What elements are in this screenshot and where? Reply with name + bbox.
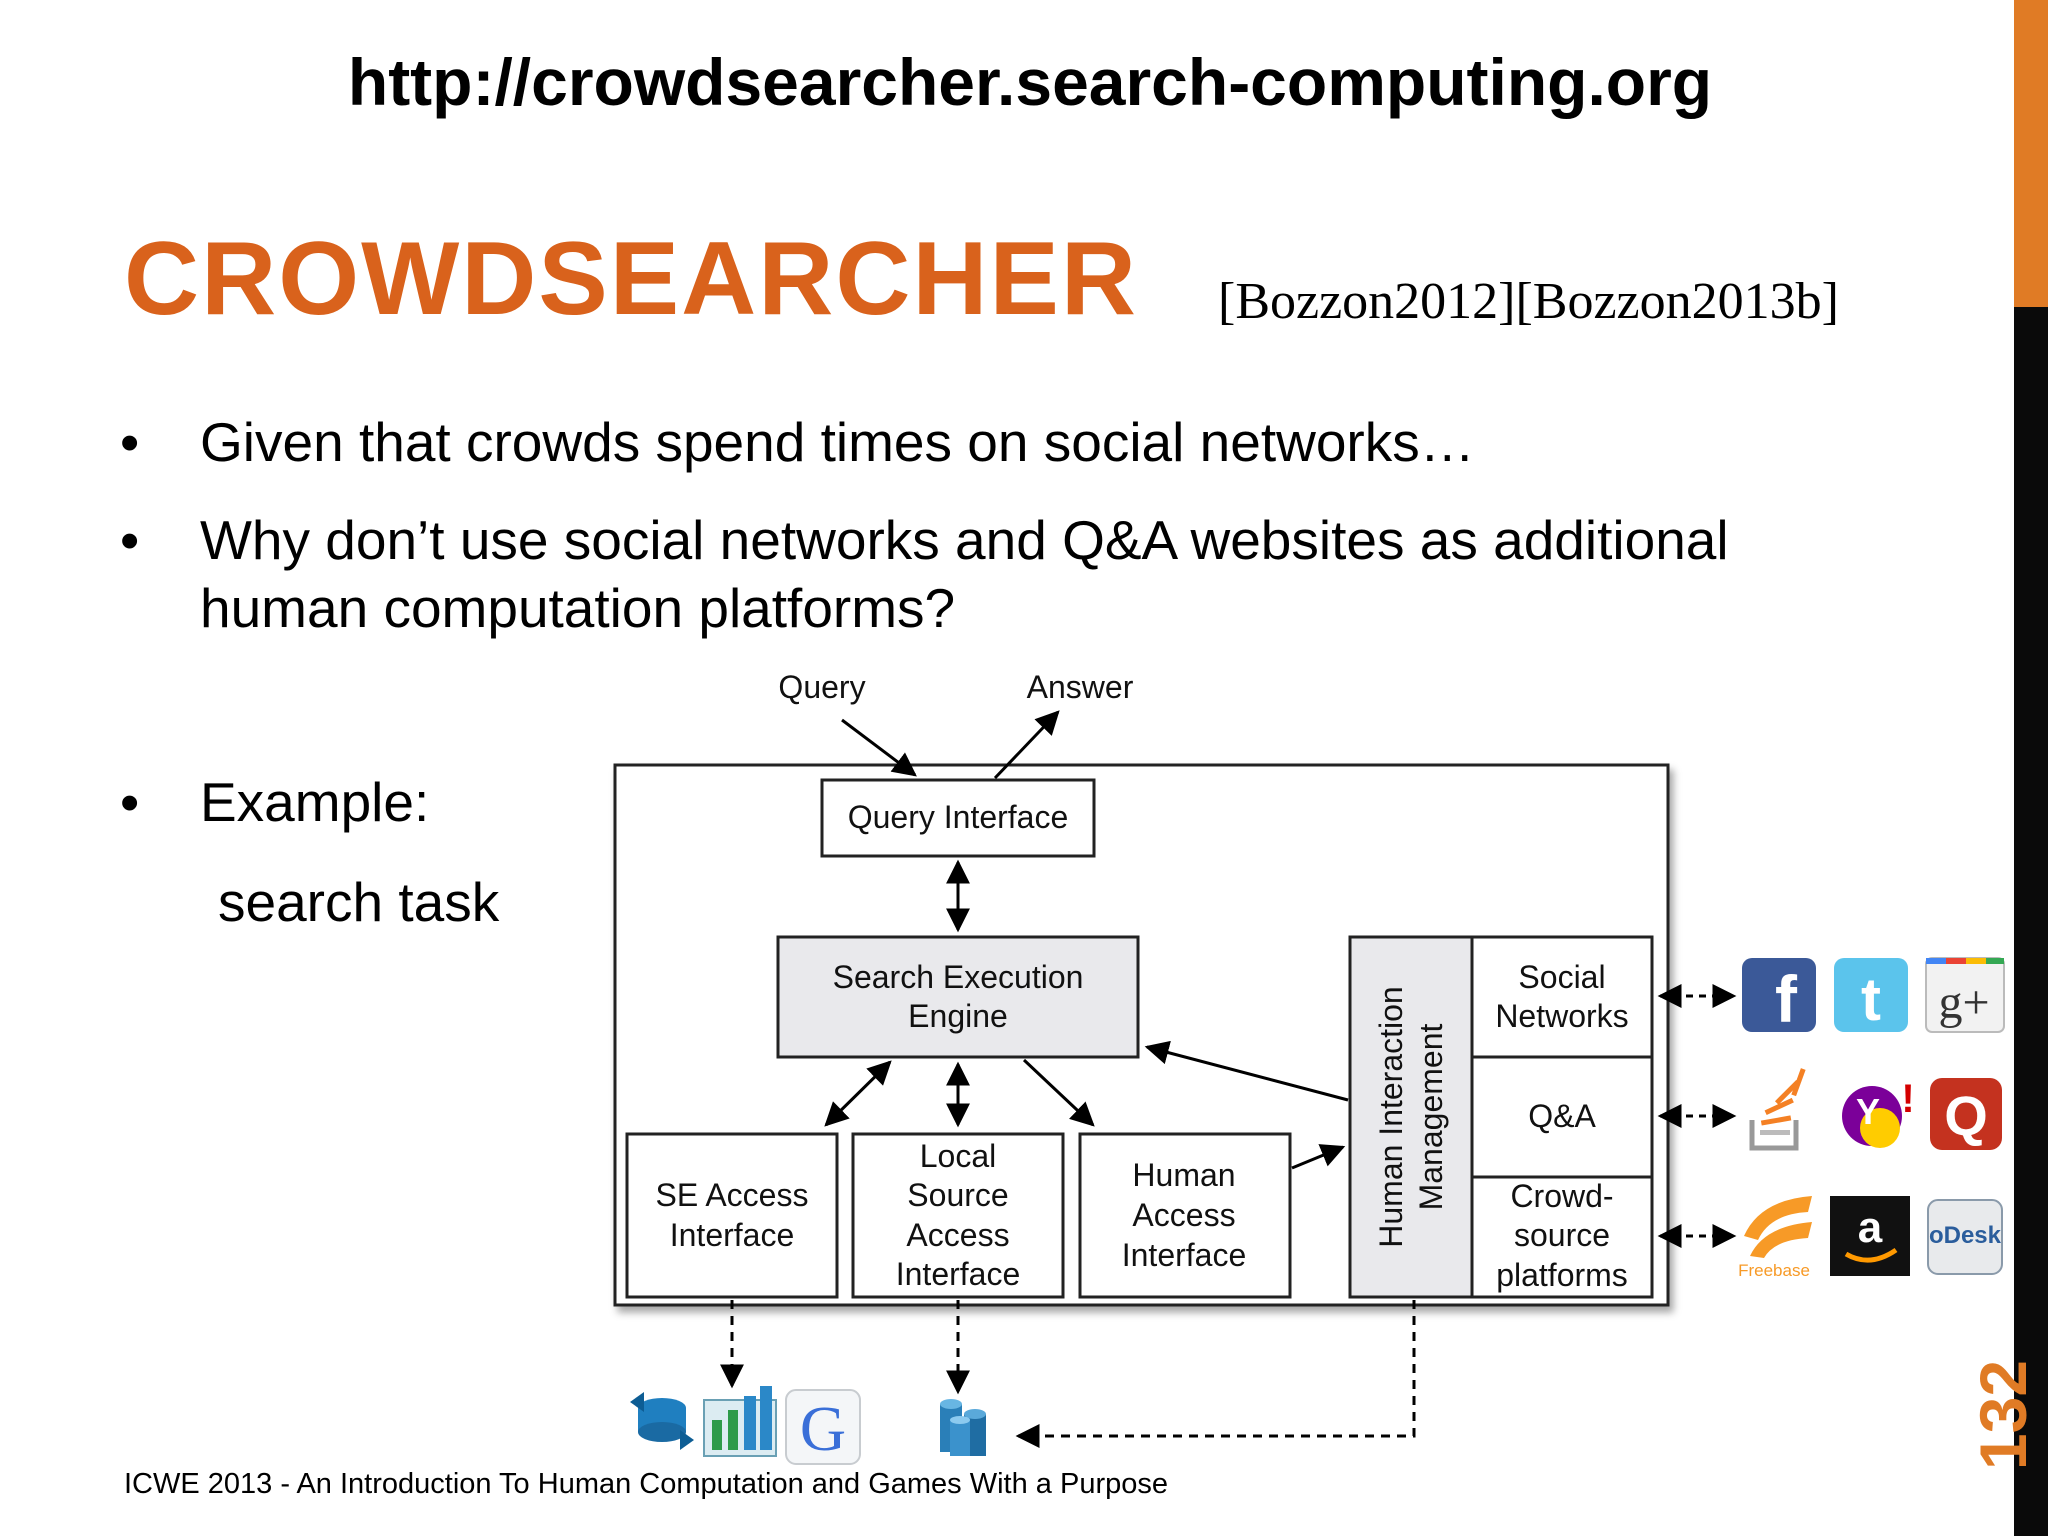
local-source-box [851, 1132, 1065, 1299]
quora-icon: Q [1930, 1078, 2002, 1150]
accent-bar [2014, 0, 2048, 307]
local-source-label: Interface [896, 1256, 1021, 1292]
se-access-box [625, 1132, 839, 1299]
bullet-item: • Example: [120, 768, 429, 836]
human-access-mgmt-arrow [1291, 1144, 1346, 1170]
human-access-label: Access [1132, 1197, 1235, 1233]
local-source-label: Access [906, 1217, 1009, 1253]
facebook-icon: f [1742, 958, 1816, 1036]
answer-label: Answer [1027, 669, 1134, 705]
mgmt-source-arrow [1015, 1300, 1416, 1448]
qa-box [1470, 1055, 1654, 1179]
crowd-platforms-box [1470, 1175, 1654, 1299]
engine-human-arrow [1022, 1058, 1095, 1127]
svg-text:t: t [1861, 966, 1881, 1033]
query-arrow [841, 718, 917, 777]
human-access-label: Interface [1122, 1237, 1247, 1273]
local-source-label: Local [920, 1138, 997, 1174]
answer-arrow [993, 710, 1060, 780]
mgmt-engine-arrow [1144, 1040, 1349, 1102]
bullet-marker: • [120, 411, 140, 473]
footer-text: ICWE 2013 - An Introduction To Human Com… [124, 1468, 1168, 1500]
page-url: http://crowdsearcher.search-computing.or… [347, 45, 1713, 119]
crowd-platforms-label: source [1514, 1217, 1610, 1253]
svg-text:Y: Y [1856, 1091, 1880, 1132]
svg-text:Q: Q [1944, 1084, 1988, 1147]
query-interface-label: Query Interface [848, 799, 1069, 835]
database-sync-icon [630, 1392, 694, 1450]
human-access-label: Human [1132, 1157, 1235, 1193]
svg-text:g+: g+ [1938, 976, 1989, 1029]
page-number: 132 [1966, 1359, 2040, 1471]
bullet-text: Example: [200, 771, 430, 833]
yahoo-answers-icon: Y ! [1842, 1077, 1915, 1148]
sub-item: search task [218, 871, 500, 933]
human-access-box [1078, 1132, 1292, 1299]
engine-se-arrow [824, 1060, 892, 1127]
human-mgmt-label: Management [1413, 1024, 1449, 1211]
local-source-label: Source [907, 1177, 1008, 1213]
query-label: Query [778, 669, 865, 705]
se-access-label: SE Access [656, 1177, 809, 1213]
crowd-platforms-label: Crowd- [1510, 1178, 1613, 1214]
google-icon: G [785, 1389, 861, 1465]
references: [Bozzon2012][Bozzon2013b] [1218, 273, 1839, 330]
bullet-text: human computation platforms? [200, 577, 956, 639]
amazon-icon: a [1830, 1196, 1910, 1276]
twitter-icon: t [1834, 958, 1908, 1033]
spreadsheet-chart-icon [703, 1386, 777, 1457]
qa-label: Q&A [1528, 1098, 1596, 1134]
bullet-marker: • [120, 509, 140, 571]
database-icon [940, 1399, 986, 1456]
freebase-label: Freebase [1738, 1261, 1810, 1280]
crowd-platforms-label: platforms [1496, 1257, 1628, 1293]
search-engine-box [776, 935, 1140, 1059]
human-mgmt-box [1348, 935, 1474, 1299]
bullet-marker: • [120, 771, 140, 833]
svg-text:a: a [1858, 1203, 1883, 1252]
stackoverflow-icon [1749, 1068, 1806, 1151]
freebase-icon: Freebase [1738, 1196, 1812, 1280]
svg-text:!: ! [1901, 1077, 1914, 1121]
side-bar [2014, 307, 2048, 1536]
svg-text:f: f [1775, 962, 1798, 1036]
google-plus-icon: g+ [1925, 957, 2005, 1033]
bullet-text: Given that crowds spend times on social … [200, 411, 1475, 473]
se-access-label: Interface [670, 1217, 795, 1253]
search-engine-label: Engine [908, 998, 1008, 1034]
search-engine-label: Search Execution [833, 959, 1084, 995]
social-networks-label: Networks [1495, 998, 1628, 1034]
bullet-item: • Given that crowds spend times on social… [120, 408, 1475, 476]
bullet-item: • Why don’t use social networks and Q&A w… [120, 506, 1729, 642]
odesk-label: oDesk [1929, 1222, 2002, 1249]
bullet-text: Why don’t use social networks and Q&A we… [200, 509, 1729, 571]
social-networks-box [1470, 935, 1654, 1059]
svg-text:G: G [800, 1393, 846, 1464]
human-mgmt-label: Human Interaction [1373, 986, 1409, 1247]
query-interface-box [820, 778, 1096, 858]
slide-title: CROWDSEARCHER [124, 221, 1138, 337]
social-networks-label: Social [1518, 959, 1605, 995]
odesk-icon: oDesk [1927, 1199, 2003, 1275]
